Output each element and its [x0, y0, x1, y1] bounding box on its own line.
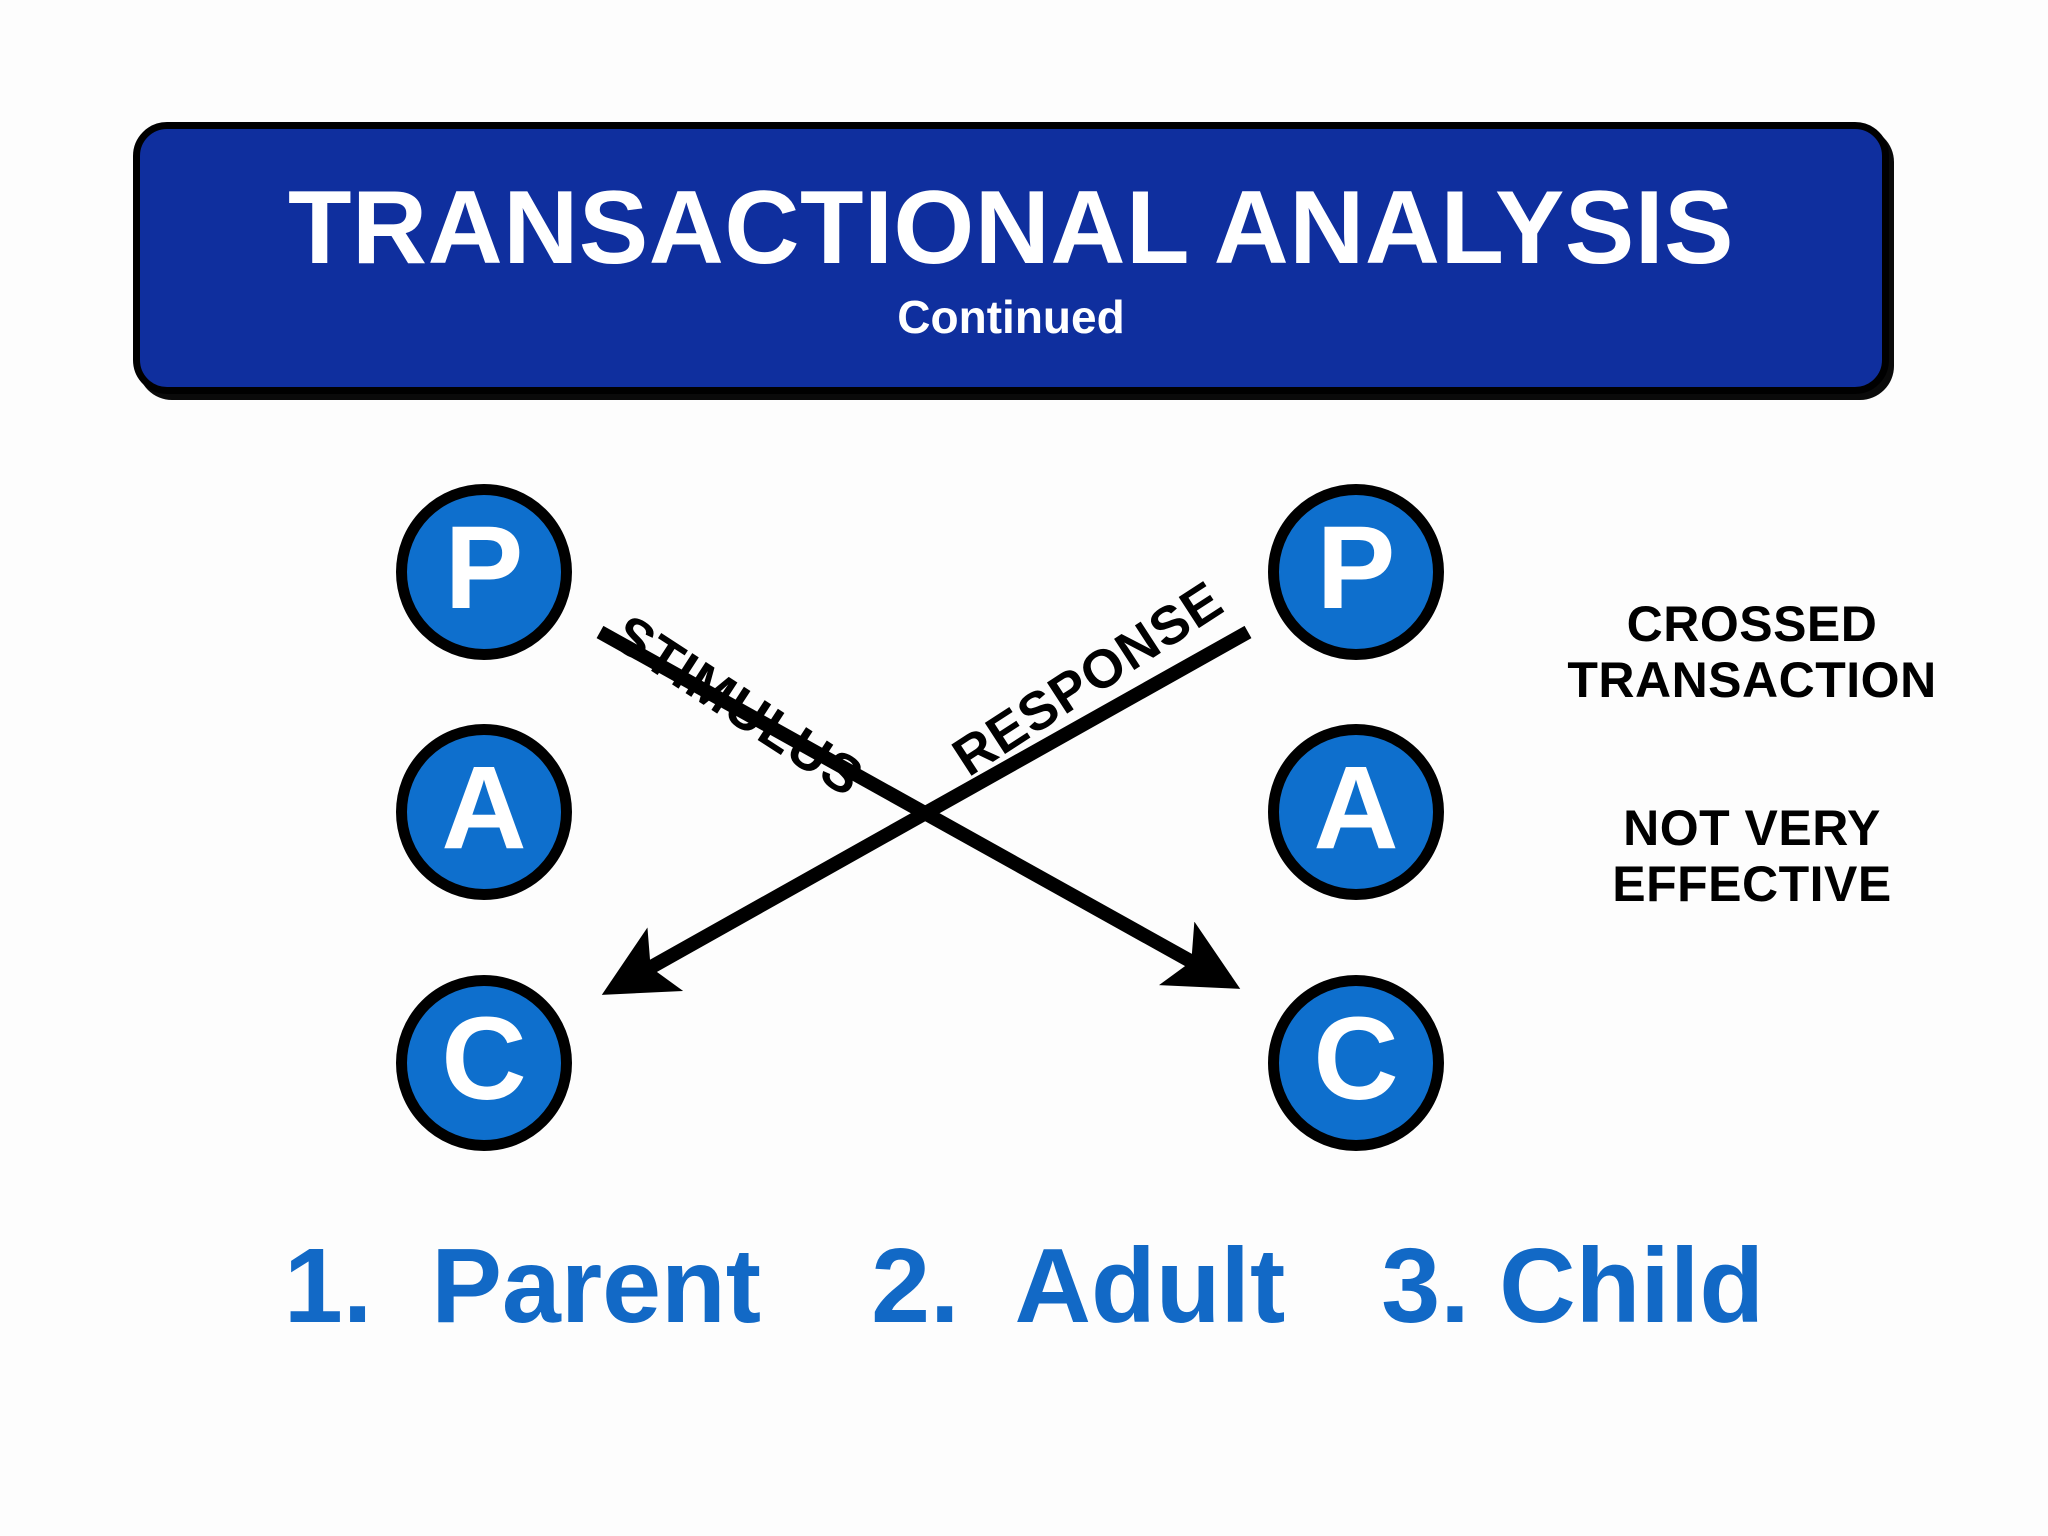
page-title: TRANSACTIONAL ANALYSIS: [288, 170, 1734, 286]
page-subtitle: Continued: [897, 291, 1125, 343]
annotation-line: EFFECTIVE: [1612, 856, 1892, 912]
response-label: RESPONSE: [942, 569, 1234, 788]
ego-state-letter: P: [444, 502, 524, 634]
ego-state-letter: C: [1313, 993, 1399, 1125]
annotation-block: CROSSED TRANSACTION NOT VERY EFFECTIVE: [1552, 596, 1952, 912]
legend-item-child: 3. Child: [1381, 1227, 1765, 1345]
ego-state-left-parent[interactable]: P: [396, 484, 572, 660]
ego-state-letter: A: [441, 742, 527, 874]
legend: 1. Parent 2. Adult 3. Child: [0, 1233, 2048, 1339]
ego-state-right-child[interactable]: C: [1268, 975, 1444, 1151]
legend-item-parent: 1. Parent: [283, 1227, 762, 1345]
annotation-crossed-transaction: CROSSED TRANSACTION: [1552, 596, 1952, 708]
ego-state-right-parent[interactable]: P: [1268, 484, 1444, 660]
title-banner: TRANSACTIONAL ANALYSIS Continued: [133, 122, 1889, 394]
ego-state-right-adult[interactable]: A: [1268, 724, 1444, 900]
ego-state-letter: C: [441, 993, 527, 1125]
annotation-line: TRANSACTION: [1567, 652, 1937, 708]
annotation-line: NOT VERY: [1623, 800, 1881, 856]
stimulus-label: STIMULUS: [602, 603, 874, 809]
legend-item-adult: 2. Adult: [871, 1227, 1286, 1345]
ego-state-letter: P: [1316, 502, 1396, 634]
ego-state-letter: A: [1313, 742, 1399, 874]
annotation-line: CROSSED: [1626, 596, 1878, 652]
ego-state-left-child[interactable]: C: [396, 975, 572, 1151]
annotation-not-very-effective: NOT VERY EFFECTIVE: [1552, 800, 1952, 912]
ego-state-left-adult[interactable]: A: [396, 724, 572, 900]
